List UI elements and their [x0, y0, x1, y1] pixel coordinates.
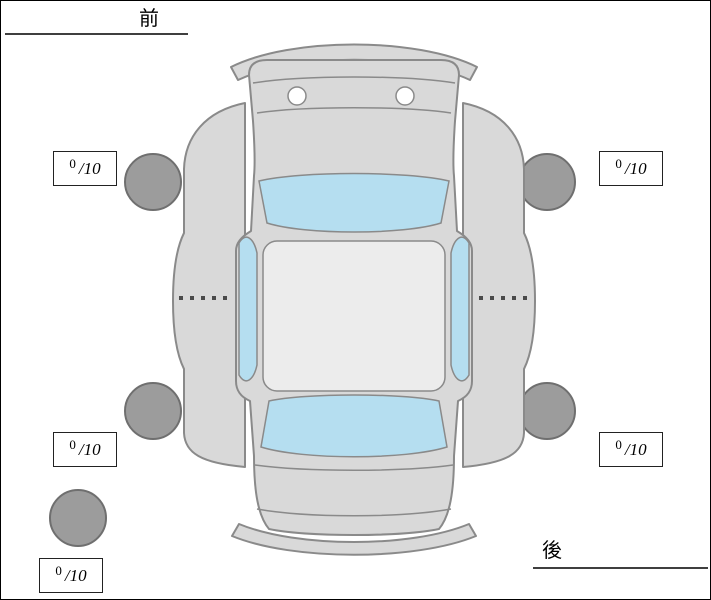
hood-circle-left	[287, 86, 307, 106]
score-max-rear-left: /10	[78, 439, 101, 459]
left-side-panel	[172, 102, 246, 468]
car-body-group	[172, 43, 536, 556]
score-max-front-left: /10	[78, 158, 101, 178]
score-value-front-right: 0	[615, 155, 622, 171]
rear-underline	[533, 567, 708, 569]
score-max-rear-right: /10	[624, 439, 647, 459]
front-label: 前	[139, 8, 159, 30]
tire-front-right	[518, 153, 576, 211]
tire-front-left	[124, 153, 182, 211]
hood-circle-right	[395, 86, 415, 106]
score-max-spare: /10	[64, 565, 87, 585]
left-side-window-glass	[238, 236, 258, 382]
score-value-spare: 0	[55, 562, 62, 578]
right-side-window-glass	[450, 236, 470, 382]
score-value-front-left: 0	[69, 155, 76, 171]
score-box-front-right: 0 /10	[599, 151, 663, 186]
hood-line	[256, 107, 452, 114]
front-underline	[5, 33, 188, 35]
tire-spare	[49, 489, 107, 547]
score-box-spare: 0 /10	[39, 558, 103, 593]
score-max-front-right: /10	[624, 158, 647, 178]
rear-window-glass	[260, 394, 448, 458]
rear-spoiler	[231, 523, 477, 556]
score-box-rear-right: 0 /10	[599, 432, 663, 467]
tire-rear-right	[518, 382, 576, 440]
score-box-front-left: 0 /10	[53, 151, 117, 186]
trunk-seam	[256, 508, 452, 517]
score-value-rear-left: 0	[69, 436, 76, 452]
tires	[49, 153, 576, 547]
rear-label: 後	[542, 540, 562, 562]
tire-rear-left	[124, 382, 182, 440]
roof-panel	[262, 240, 446, 392]
right-side-panel	[462, 102, 536, 468]
score-box-rear-left: 0 /10	[53, 432, 117, 467]
score-value-rear-right: 0	[615, 436, 622, 452]
windshield-glass	[258, 172, 450, 233]
hood-seam	[252, 76, 456, 84]
trunk-line	[254, 464, 454, 471]
